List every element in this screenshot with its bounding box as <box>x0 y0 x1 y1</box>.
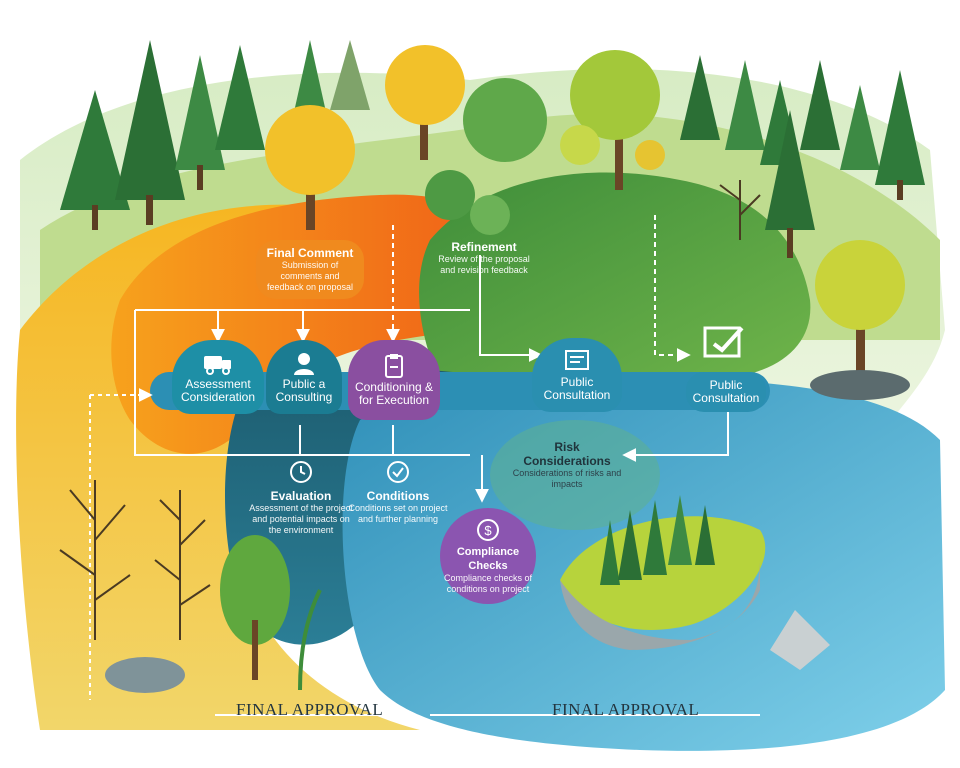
risk-considerations-note: Risk Considerations Considerations of ri… <box>512 440 622 490</box>
person-icon <box>294 353 314 375</box>
evaluation-title: Evaluation <box>270 489 332 503</box>
final-comment-text: Submission of comments and feedback on p… <box>266 260 354 292</box>
final-comment-title: Final Comment <box>266 246 354 260</box>
refinement-title: Refinement <box>451 240 517 254</box>
checklist-icon <box>703 326 744 358</box>
conditions-label: Conditioning & for Execution <box>354 380 434 407</box>
conditions-node[interactable]: Conditioning & for Execution <box>348 340 440 420</box>
assessment-label: Assessment Consideration <box>180 377 256 404</box>
risk-considerations-title: Risk Considerations <box>523 440 611 468</box>
island <box>560 495 830 670</box>
evaluation-text: Assessment of the project and potential … <box>249 503 353 535</box>
conditions-note-title: Conditions <box>366 489 430 503</box>
refinement-note: Refinement Review of the proposal and re… <box>436 240 532 276</box>
flow-lines <box>89 215 760 716</box>
final-approval-label-left: FINAL APPROVAL <box>236 700 384 719</box>
public-consultation-label-1: Public Consultation <box>543 375 611 402</box>
risk-considerations-text: Considerations of risks and impacts <box>512 468 622 489</box>
public-consultation-node-1[interactable]: Public Consultation <box>532 338 622 412</box>
public-consultation-label-2: Public Consultation <box>692 378 760 405</box>
compliance-title: Compliance Checks <box>456 546 520 572</box>
world-map-globe <box>490 420 660 530</box>
conditions-note-text: Conditions set on project and further pl… <box>348 503 448 524</box>
dollar-icon: $ <box>477 519 499 541</box>
conditions-note: Conditions Conditions set on project and… <box>346 460 450 525</box>
bare-trees <box>59 180 761 640</box>
truck-icon <box>204 356 231 375</box>
svg-text:$: $ <box>484 523 492 538</box>
clock-icon <box>290 461 312 483</box>
public-consulting-label: Public a Consulting <box>275 377 333 404</box>
compliance-node[interactable]: $ Compliance Checks Compliance checks of… <box>440 508 536 604</box>
deciduous-trees <box>265 45 910 400</box>
compliance-note: Compliance checks of conditions on proje… <box>443 573 533 594</box>
foreground-plants <box>105 535 322 693</box>
evaluation-note: Evaluation Assessment of the project and… <box>248 460 354 536</box>
public-consulting-node[interactable]: Public a Consulting <box>266 340 342 414</box>
assessment-node[interactable]: Assessment Consideration <box>172 340 264 414</box>
final-comment-note: Final Comment Submission of comments and… <box>256 240 364 299</box>
document-icon <box>565 350 589 370</box>
public-consultation-node-2[interactable]: Public Consultation <box>686 372 766 412</box>
check-icon <box>387 461 409 483</box>
final-approval-label-right: FINAL APPROVAL <box>552 700 700 719</box>
refinement-text: Review of the proposal and revision feed… <box>438 254 530 275</box>
clipboard-icon <box>385 354 403 378</box>
